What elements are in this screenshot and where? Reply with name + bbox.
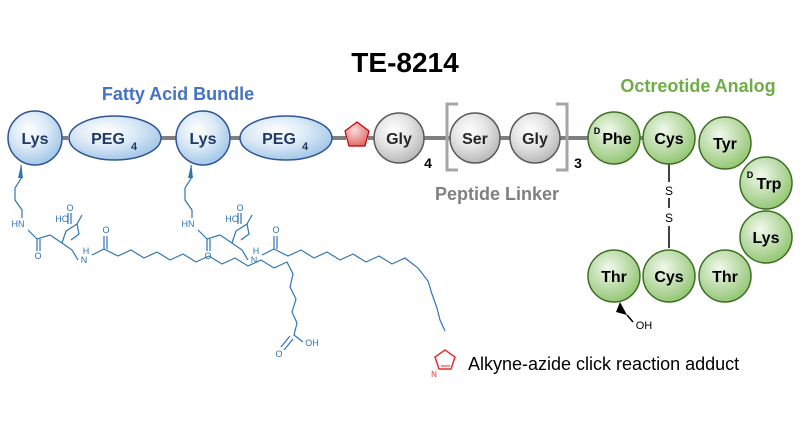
fatty-acid-structure-2 [184,164,446,332]
disulfide-bridge: S S [665,164,673,248]
click-adduct-pentagon-icon [344,121,370,147]
lys-ring-label: Lys [753,230,780,247]
dtrp-d-prefix: D [747,170,754,180]
ho-label-1: HO [55,214,69,224]
peg-1-label: PEG [91,131,125,148]
cys-residue-bottom: Cys [642,249,696,303]
peg4-linker-1: PEG 4 [68,115,162,161]
octreotide-analog-label: Octreotide Analog [620,76,775,96]
n-label-1: N [81,255,88,265]
triazole-n-label: N [431,370,437,379]
cys-bottom-label: Cys [654,269,683,286]
h-label-1: H [83,246,90,256]
thr-right-label: Thr [712,269,738,286]
ser-label: Ser [462,131,488,148]
peg-2-subscript: 4 [302,141,309,153]
triazole-legend-icon: N [431,349,456,379]
dtrp-residue: D Trp [739,156,793,210]
peg4-linker-2: PEG 4 [239,115,333,161]
sulfur-bottom: S [665,211,673,225]
acid-o-label-2: O [236,203,243,213]
thr-hydroxyl: OH [616,302,652,332]
thr-left-label: Thr [601,269,627,286]
bracket-repeat-count: 3 [574,155,582,171]
hn-label-2: HN [182,219,195,229]
n-label-2: N [251,255,258,265]
lys-residue-1: Lys [7,110,63,166]
thr-residue-right: Thr [698,249,752,303]
gly-2-label: Gly [522,131,548,148]
fatty-acid-structure-1 [14,164,304,351]
o-label-2: O [204,251,211,261]
tyr-residue: Tyr [698,116,752,170]
dtrp-label: Trp [757,176,782,193]
sulfur-top: S [665,184,673,198]
linker-bracket [445,102,569,172]
amide-o-label-2: O [272,225,279,235]
thr-residue-left: Thr [587,249,641,303]
lys-2-label: Lys [190,131,217,148]
fatty-acid-bundle-label: Fatty Acid Bundle [102,84,254,104]
gly-1-label: Gly [386,131,412,148]
ho-label-2: HO [225,214,239,224]
lys-residue-ring: Lys [739,210,793,264]
gly-residue-1: Gly [373,112,425,164]
dphe-d-prefix: D [594,126,601,136]
gly-repeat-count: 4 [424,155,432,171]
title: TE-8214 [351,47,459,78]
cys-residue-top: Cys [642,111,696,165]
tyr-label: Tyr [713,136,737,153]
fatty-acid-labels-2: HN O HO O N H O [182,203,280,265]
peptide-linker-label: Peptide Linker [435,184,559,204]
lys-residue-2: Lys [175,110,231,166]
terminal-o-label: O [275,349,282,359]
h-label-2: H [253,246,260,256]
cys-top-label: Cys [654,131,683,148]
lys-1-wedge-bond [18,165,23,178]
dphe-residue: D Phe [587,111,641,165]
amide-o-label-1: O [102,225,109,235]
dphe-label: Phe [602,131,631,148]
o-label-1: O [34,251,41,261]
lys-1-label: Lys [22,131,49,148]
gly-residue-2: Gly [509,112,561,164]
ser-residue: Ser [449,112,501,164]
acid-o-label-1: O [66,203,73,213]
legend-text: Alkyne-azide click reaction adduct [468,354,739,374]
thr-oh-label: OH [636,320,653,332]
lys-2-wedge-bond [188,165,193,178]
peg-2-label: PEG [262,131,296,148]
hn-label-1: HN [12,219,25,229]
fatty-acid-labels-1: HN O HO O N H O OH O [12,203,319,359]
terminal-oh-label: OH [305,338,319,348]
peg-1-subscript: 4 [131,141,138,153]
